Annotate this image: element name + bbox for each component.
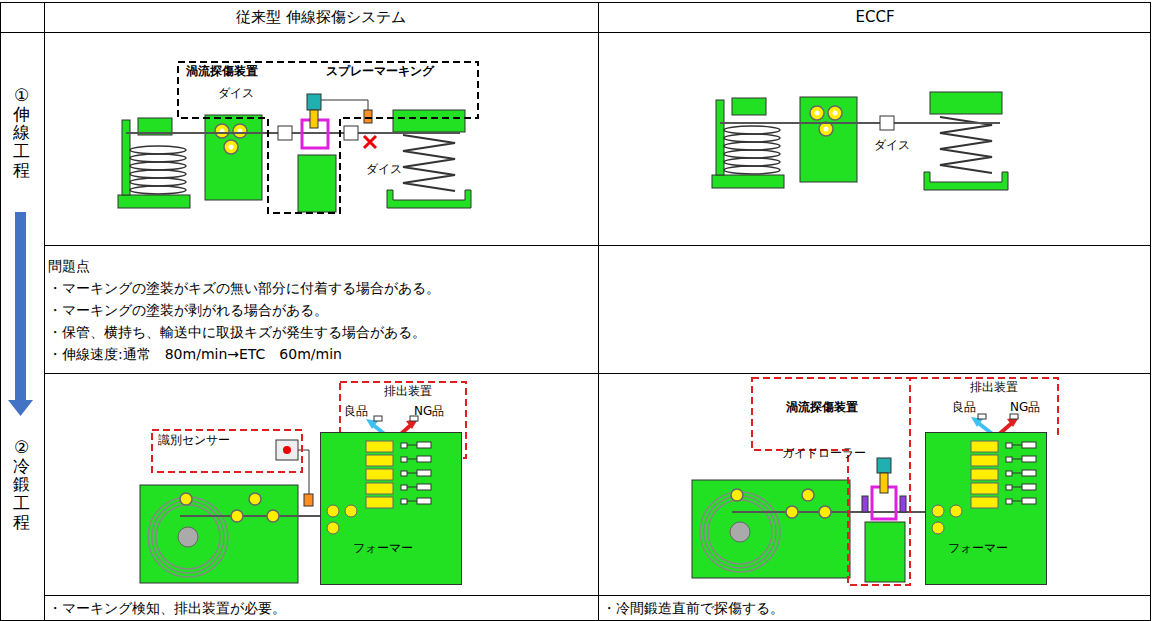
ejector-region: 排出装置良品 NG品 — [910, 378, 1058, 438]
node-text: フォーマー — [948, 541, 1008, 555]
node-text: 良品 — [344, 404, 368, 418]
node-text: 排出装置 — [384, 384, 432, 398]
node-text: ダイス — [218, 86, 254, 100]
column-header: 従来型 伸線探傷システム — [44, 8, 598, 26]
dashed-outline — [178, 62, 478, 213]
former-slots — [926, 433, 1048, 586]
node-text: 識別センサー — [158, 433, 230, 447]
process-step: ①伸線工程 — [13, 86, 30, 179]
note-text: ・冷間鍛造直前で探傷する。 — [602, 600, 784, 617]
note-text: ・保管、横持ち、輸送中に取扱キズが発生する場合がある。 — [48, 324, 426, 341]
process-step: ②冷鍛工程 — [13, 438, 30, 531]
note-heading: 問題点 — [48, 258, 90, 275]
part-name: ダイス — [874, 138, 910, 152]
node-text: 排出装置 — [970, 380, 1018, 394]
note-text: ・マーキングの塗装が剥がれる場合がある。 — [48, 302, 328, 319]
note-text: ・マーキングの塗装がキズの無い部分に付着する場合がある。 — [48, 280, 440, 297]
note-text: ・マーキング検知、排出装置が必要。 — [48, 600, 286, 617]
former-slots — [321, 433, 463, 586]
node-text: NG品 — [1010, 400, 1040, 414]
eccf-region: 渦流探傷装置ガイドローラー — [752, 378, 910, 585]
node-text: フォーマー — [353, 541, 413, 555]
note-text: ・伸線速度:通常 80m/min→ETC 60m/min — [48, 346, 342, 363]
node-text: 渦流探傷装置 — [186, 64, 258, 78]
node-text: ガイドローラー — [782, 446, 866, 460]
former-machine: フォーマー — [320, 432, 462, 585]
former-machine: フォーマー — [925, 432, 1047, 585]
node-text: 良品 — [952, 400, 976, 414]
part-name: ダイス — [366, 162, 402, 176]
column-header: ECCF — [598, 8, 1152, 26]
node-text: スプレーマーキング — [326, 64, 434, 78]
sensor-region: 識別センサー — [152, 430, 302, 472]
detector-region: 渦流探傷装置 スプレーマーキングダイス — [178, 62, 478, 213]
node-text: 渦流探傷装置 — [786, 400, 858, 414]
node-text: NG品 — [414, 404, 444, 418]
